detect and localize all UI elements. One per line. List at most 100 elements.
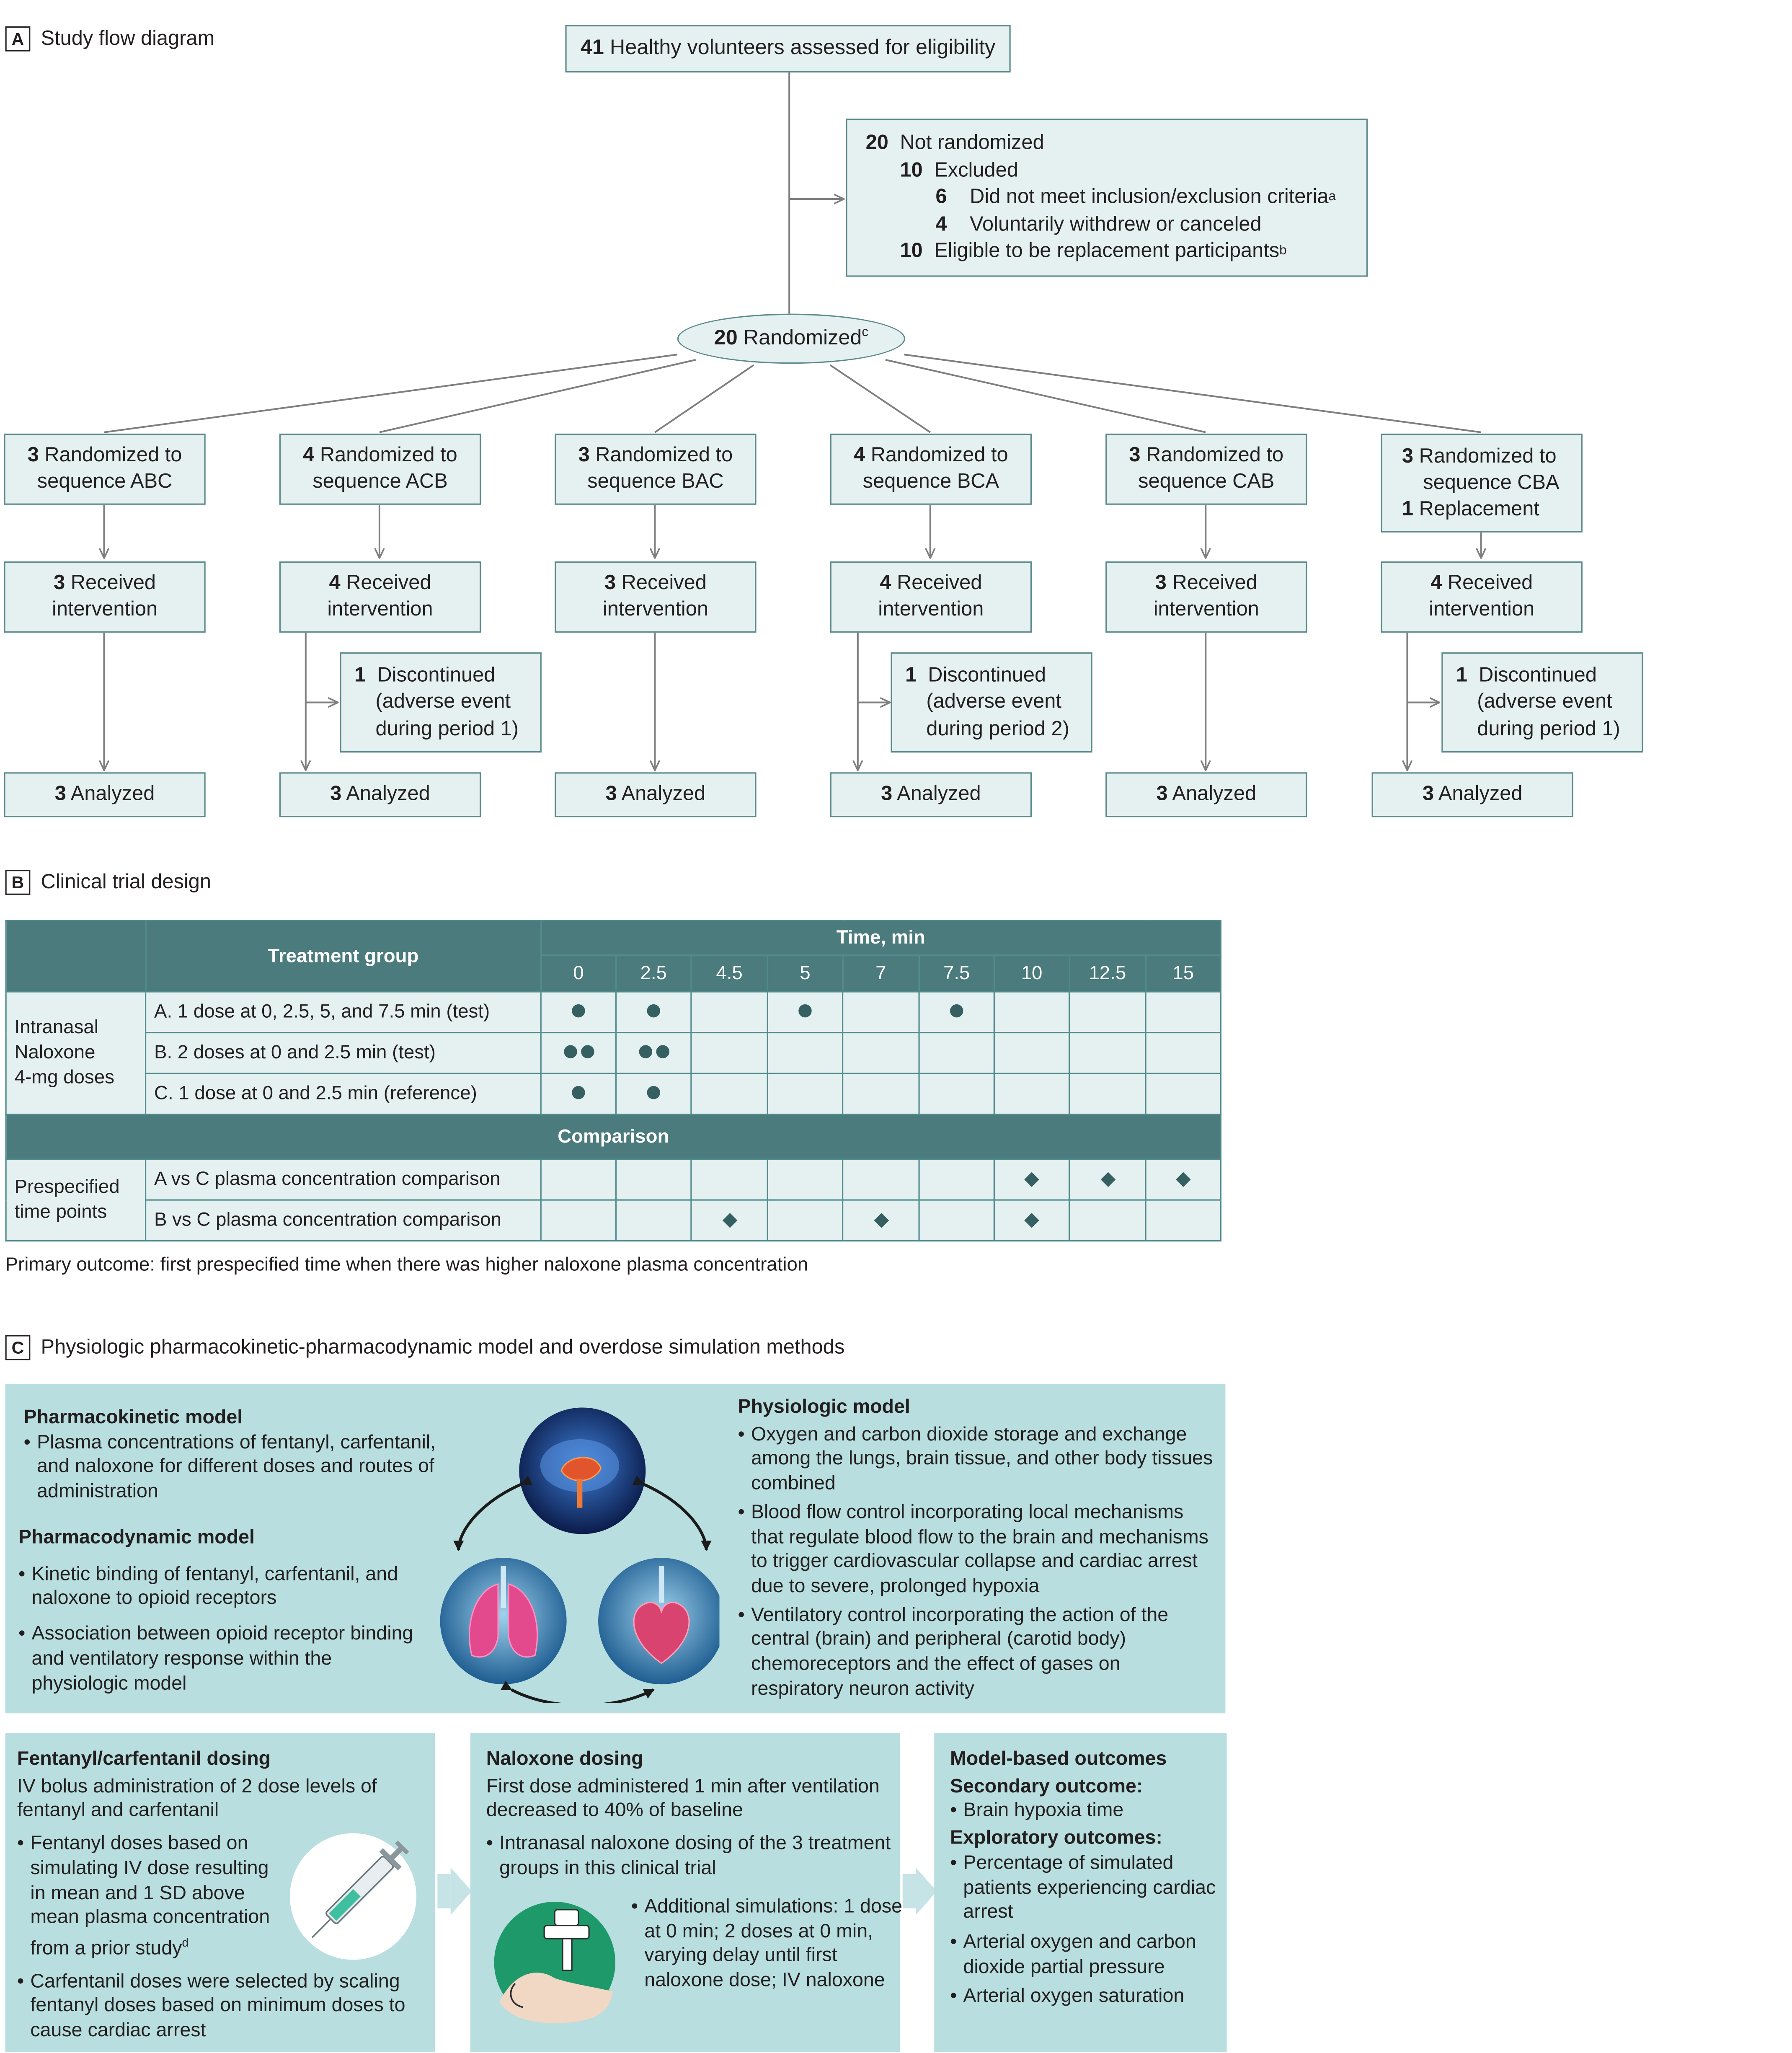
naloxone-dosing-bullet-1: Intranasal naloxone dosing of the 3 trea… [486, 1832, 895, 1882]
timepoint-cell [540, 1199, 617, 1242]
arm-count: 4 [854, 444, 865, 467]
arm-cba-box: 3 Randomized to sequence CBA 1 Replaceme… [1381, 433, 1583, 533]
comparison-label: A vs C plasma concentration comparison [145, 1158, 542, 1201]
exploratory-outcome-bullet-1: Percentage of simulated patients experie… [950, 1851, 1216, 1925]
not-randomized-count: 20 [865, 132, 888, 155]
treatment-group-header: Treatment group [145, 920, 542, 993]
naloxone-dosing-intro: First dose administered 1 min after vent… [486, 1776, 880, 1822]
dose-cell [993, 1032, 1070, 1074]
outcomes-panel: Model-based outcomes Secondary outcome: … [934, 1733, 1227, 2052]
analyzed-count: 3 [881, 783, 893, 805]
received-abc-box: 3 Received intervention [4, 561, 206, 633]
pd-model-bullet-1: Kinetic binding of fentanyl, carfentanil… [18, 1563, 422, 1612]
syringe-icon [290, 1833, 417, 1960]
exploratory-outcome-title: Exploratory outcomes: [950, 1828, 1162, 1849]
fentanyl-dosing-section: Fentanyl/carfentanil dosing IV bolus adm… [17, 1748, 413, 2044]
fentanyl-bullet-text: Fentanyl doses based on simulating IV do… [30, 1833, 270, 1960]
dose-dot [647, 1086, 660, 1099]
pd-model-bullet-2: Association between opioid receptor bind… [18, 1623, 422, 1696]
time-cell: 2.5 [615, 954, 692, 993]
discontinued-count: 1 [1456, 664, 1468, 687]
group-label-line: 4-mg doses [14, 1067, 114, 1088]
dose-cell [1145, 991, 1221, 1034]
analyzed-count: 3 [1422, 783, 1434, 805]
replacement-arm-label: Replacement [1419, 497, 1539, 520]
timepoint-cell [615, 1199, 692, 1242]
arm-count: 3 [1129, 444, 1141, 467]
dose-dot [572, 1086, 585, 1099]
discontinued-label: Discontinued [928, 664, 1046, 687]
timepoint-cell [1069, 1158, 1146, 1201]
received-label-2: intervention [602, 598, 708, 621]
treatment-label: A. 1 dose at 0, 2.5, 5, and 7.5 min (tes… [145, 991, 542, 1034]
timepoint-cell [690, 1158, 768, 1201]
arm-label: Randomized to [44, 444, 182, 467]
panel-a-title: Study flow diagram [41, 27, 215, 49]
branch-cab [885, 359, 1206, 433]
received-bca-box: 4 Received intervention [830, 561, 1032, 633]
secondary-outcome-bullet: Brain hypoxia time [950, 1800, 1216, 1824]
branch-acb [379, 359, 696, 433]
analyzed-count: 3 [605, 783, 617, 805]
timepoint-cell [1069, 1199, 1146, 1242]
arm-label: Randomized to [1419, 445, 1557, 468]
timepoint-cell [842, 1199, 920, 1242]
arm-count: 3 [27, 444, 39, 467]
treatment-row: C. 1 dose at 0 and 2.5 min (reference) [6, 1073, 1221, 1115]
received-count: 4 [880, 572, 891, 595]
exploratory-outcome-bullet-3: Arterial oxygen saturation [950, 1985, 1216, 2010]
arm-acb-box: 4 Randomized to sequence ACB [279, 433, 481, 505]
randomized-text: Randomized [743, 328, 862, 350]
dose-cell [1069, 1032, 1146, 1074]
received-label: Received [1172, 572, 1257, 595]
cycle-arrow-bottom [501, 1681, 655, 1703]
model-panel: Pharmacokinetic model Plasma concentrati… [5, 1383, 1226, 1714]
discontinued-count: 1 [354, 664, 366, 687]
analyzed-cab-box: 3 Analyzed [1105, 772, 1307, 817]
branch-cba [904, 354, 1481, 433]
randomized-ellipse: 20 Randomizedc [677, 313, 906, 364]
panel-b-heading: B Clinical trial design [5, 870, 211, 895]
time-header: Time, min [540, 920, 1221, 956]
panel-a-letter: A [5, 26, 31, 52]
discontinued-cba-box: 1 Discontinued (adverse event during per… [1441, 652, 1643, 753]
discontinued-period: during period 1) [375, 718, 519, 741]
arm-cab-box: 3 Randomized to sequence CAB [1105, 433, 1307, 505]
timepoint-cell [918, 1158, 995, 1201]
timepoint-label-line: Prespecified [14, 1176, 120, 1197]
arm-bac-box: 3 Randomized to sequence BAC [555, 433, 757, 505]
arm-count: 4 [303, 444, 315, 467]
criteria-count: 6 [935, 186, 947, 209]
arrow-1-shaft [437, 1874, 451, 1908]
time-cell: 7.5 [918, 954, 995, 993]
timepoint-cell [540, 1158, 617, 1201]
timepoint-diamond [1024, 1213, 1039, 1228]
timepoint-cell [918, 1199, 995, 1242]
dose-cell [1069, 1073, 1146, 1115]
prespecified-label: Prespecified time points [5, 1158, 147, 1242]
arm-sequence: sequence CBA [1423, 471, 1560, 494]
dose-cell [540, 1032, 617, 1074]
treatment-label: C. 1 dose at 0 and 2.5 min (reference) [145, 1073, 542, 1115]
panel-a-heading: A Study flow diagram [5, 26, 215, 52]
arrow-2-icon [916, 1867, 937, 1915]
arm-sequence: sequence BAC [587, 470, 724, 493]
arm-label: Randomized to [320, 444, 457, 467]
timepoint-diamond [1100, 1172, 1115, 1187]
analyzed-count: 3 [1156, 783, 1168, 805]
received-label: Received [897, 572, 982, 595]
received-label-2: intervention [1153, 598, 1259, 621]
criteria-footnote: a [1328, 190, 1336, 205]
received-label: Received [1447, 572, 1533, 595]
received-count: 3 [604, 572, 616, 595]
physiologic-bullet-2: Blood flow control incorporating local m… [738, 1501, 1215, 1599]
treatment-label: B. 2 doses at 0 and 2.5 min (test) [145, 1032, 542, 1074]
fentanyl-dosing-title: Fentanyl/carfentanil dosing [17, 1749, 271, 1770]
intranasal-label: Intranasal Naloxone 4-mg doses [5, 991, 147, 1115]
analyzed-count: 3 [54, 783, 66, 805]
dose-dot [655, 1045, 669, 1058]
dose-dot [572, 1004, 585, 1018]
replacement-count: 10 [900, 240, 923, 263]
dose-cell [615, 991, 692, 1034]
